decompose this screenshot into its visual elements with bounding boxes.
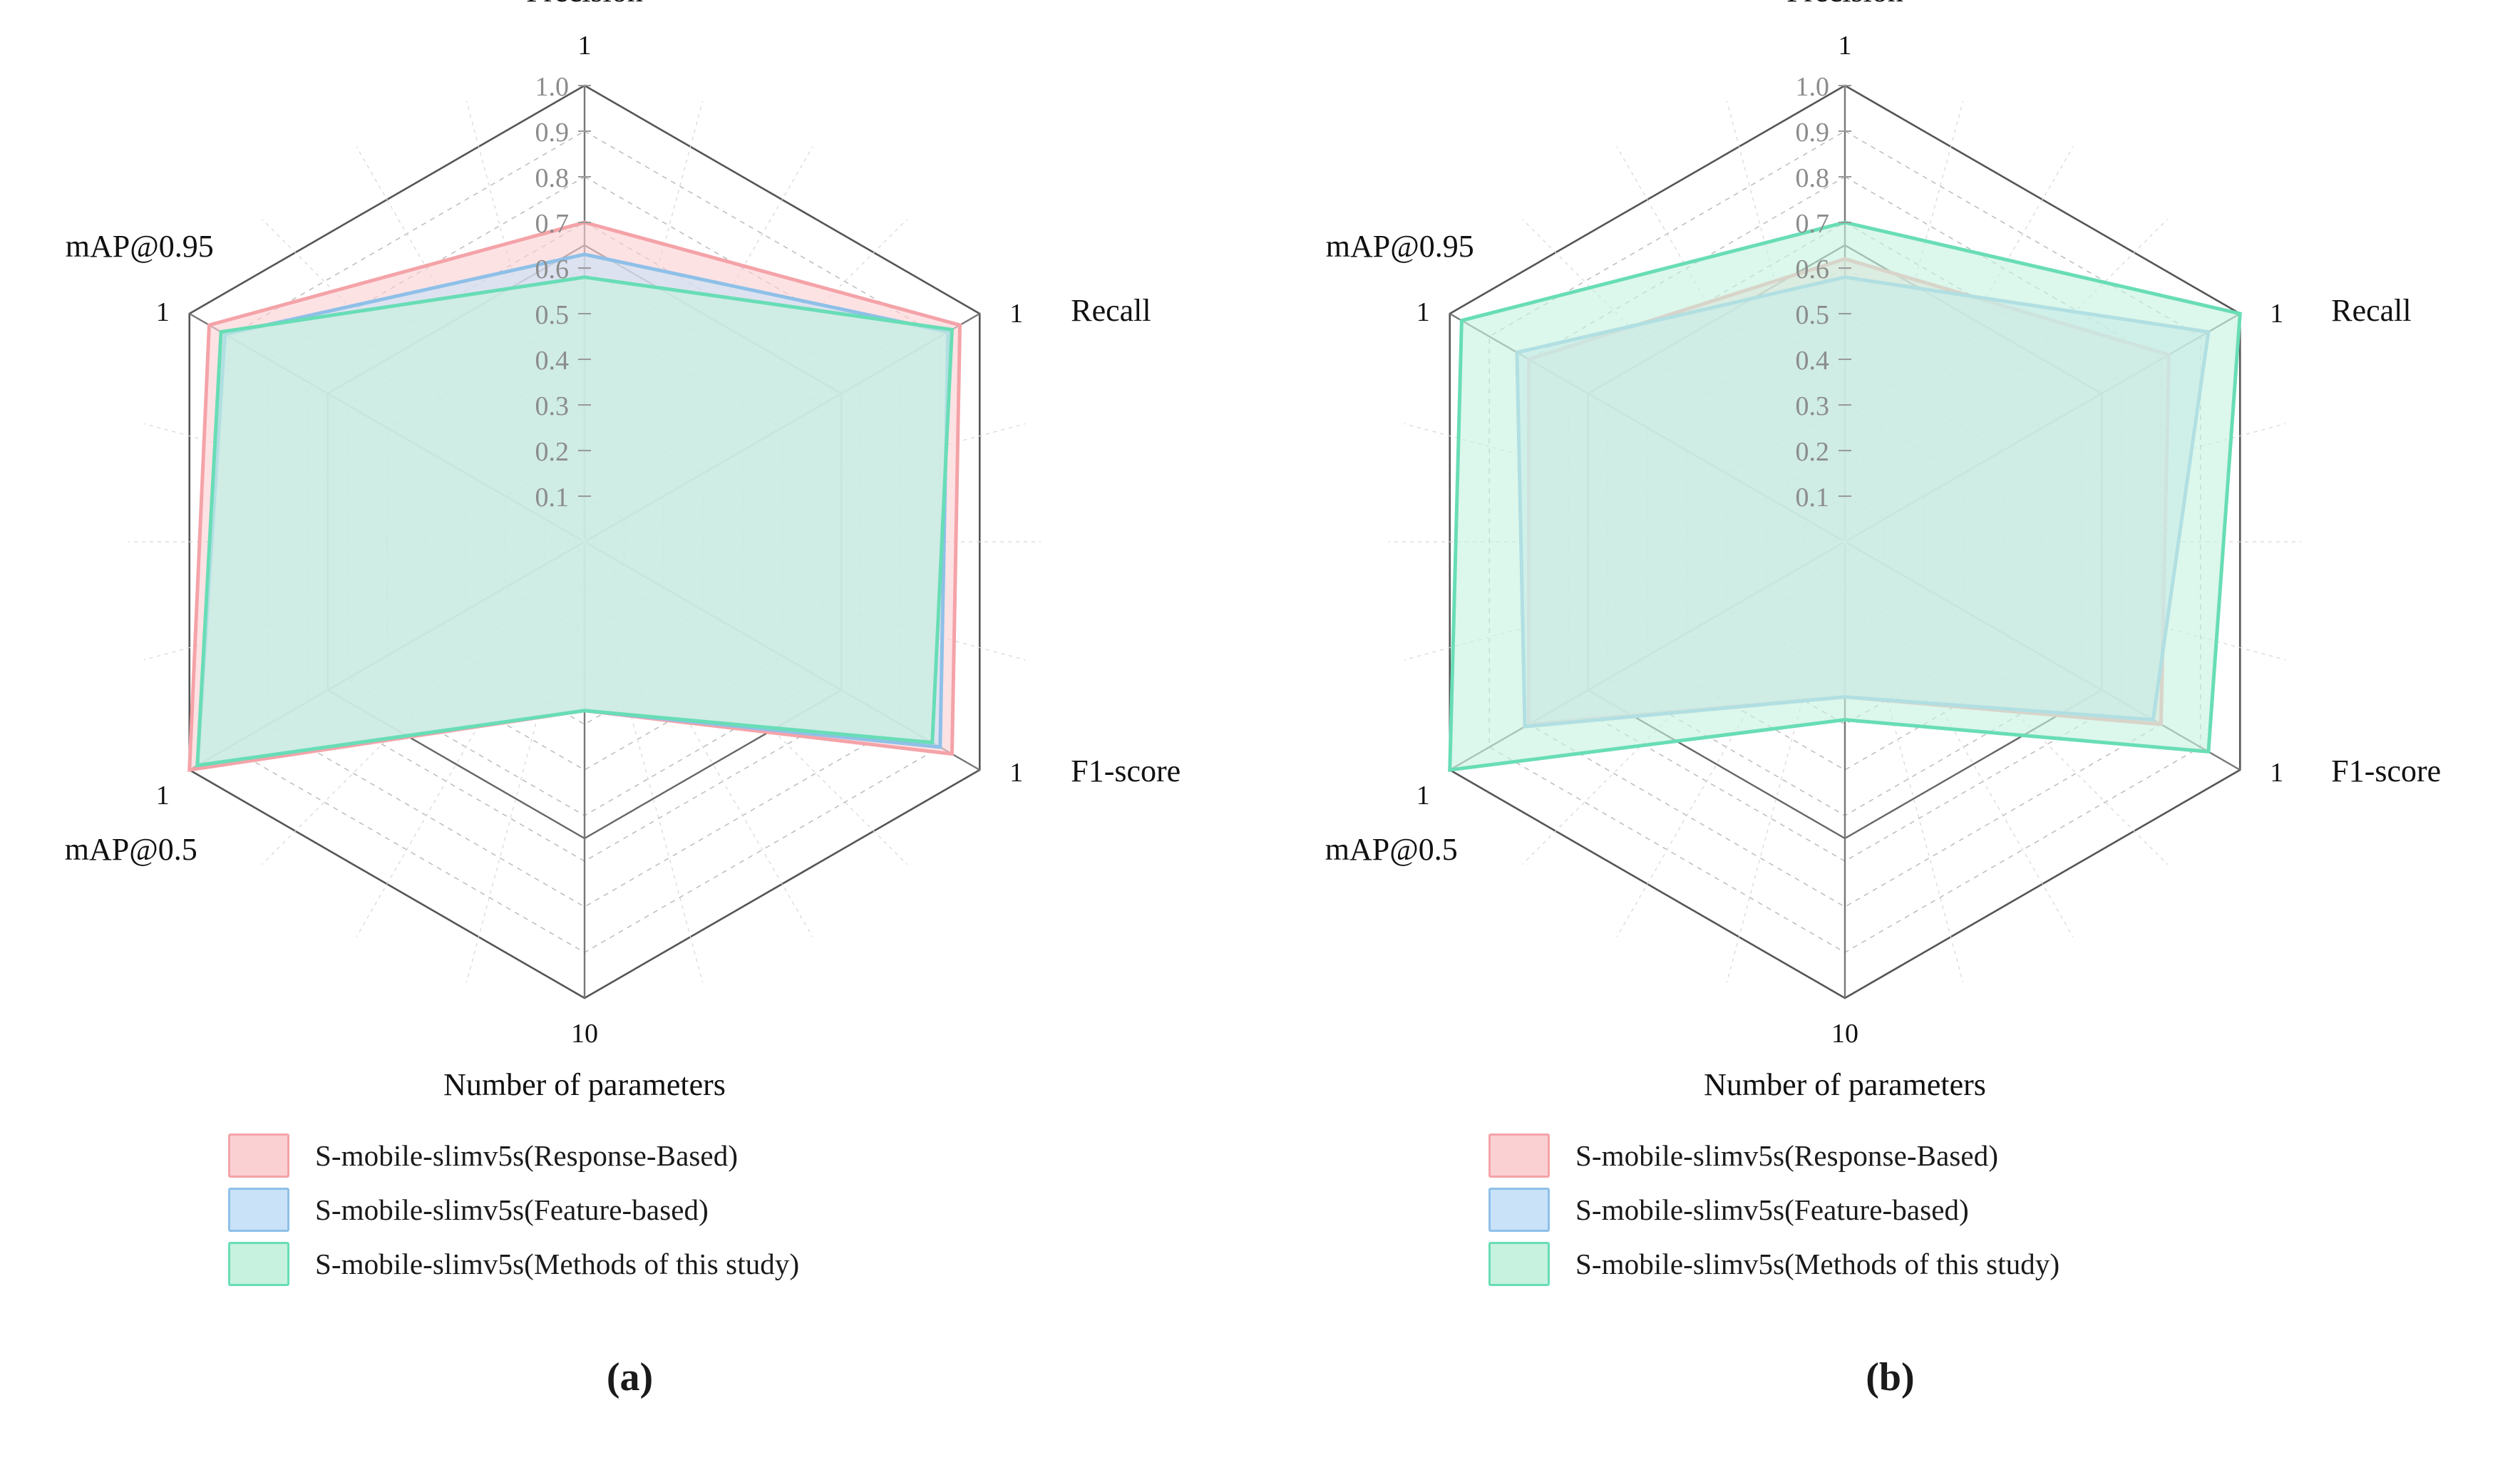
legend-label-this-study: S-mobile-slimv5s(Methods of this study) — [315, 1248, 800, 1280]
axis-vertex-tick: 1 — [1838, 31, 1852, 61]
radar-chart-a: 0.1 0.2 0.3 0.4 0.5 0.6 0.7 0.8 0.9 1.0 1 Precision… — [0, 0, 1260, 1112]
subfigure-caption-a: (a) — [606, 1355, 654, 1399]
axis-name-map-0-95: mAP@0.95 — [66, 229, 214, 264]
legend-item[interactable]: S-mobile-slimv5s(Response-Based) — [1260, 1133, 2520, 1178]
radial-tick-label: 0.5 — [1796, 300, 1830, 330]
axis-vertex-tick: 10 — [571, 1019, 598, 1049]
axis-subgrid — [466, 541, 585, 983]
axis-subgrid — [584, 541, 813, 937]
radial-tick-label: 0.6 — [535, 255, 570, 284]
radial-tick-label: 0.9 — [535, 118, 570, 148]
axis-name-number-of-parameters: Number of parameters — [1704, 1067, 1986, 1102]
legend-swatch-response-based — [1488, 1133, 1550, 1178]
legend-label-feature-based: S-mobile-slimv5s(Feature-based) — [315, 1193, 709, 1226]
legend-item[interactable]: S-mobile-slimv5s(Methods of this study) — [0, 1242, 1260, 1286]
radial-tick-label: 0.8 — [535, 163, 570, 193]
radial-tick-label: 1.0 — [1796, 72, 1830, 102]
radial-tick-label: 0.3 — [1796, 391, 1830, 421]
radial-tick-label: 0.8 — [1796, 163, 1830, 193]
axis-vertex-tick: 1 — [1416, 297, 1430, 327]
radial-tick-label: 0.4 — [1796, 346, 1830, 376]
legend-swatch-feature-based — [228, 1188, 289, 1232]
axis-name-recall: Recall — [1071, 293, 1151, 328]
radial-tick-label: 0.9 — [1796, 118, 1830, 148]
legend-swatch-response-based — [228, 1133, 289, 1178]
legend-swatch-feature-based — [1488, 1188, 1550, 1232]
legend-label-response-based: S-mobile-slimv5s(Response-Based) — [315, 1139, 739, 1172]
radial-tick-label: 0.2 — [535, 437, 570, 467]
radial-tick-label: 0.4 — [535, 346, 570, 376]
axis-subgrid — [356, 541, 585, 937]
axis-name-precision: Precision — [1786, 0, 1903, 9]
axis-name-number-of-parameters: Number of parameters — [443, 1067, 726, 1102]
radial-tick-label: 1.0 — [535, 72, 570, 102]
axis-name-recall: Recall — [2331, 293, 2411, 328]
legend-label-response-based: S-mobile-slimv5s(Response-Based) — [1575, 1139, 1999, 1172]
axis-subgrid — [1844, 541, 1964, 983]
axis-name-map-0-95: mAP@0.95 — [1326, 229, 1474, 264]
radial-tick-label: 0.7 — [1796, 209, 1830, 239]
axis-name-f1-score: F1-score — [1071, 754, 1181, 788]
axis-name-f1-score: F1-score — [2331, 754, 2441, 788]
axis-name-precision: Precision — [526, 0, 643, 9]
axis-name-map-0-5: mAP@0.5 — [65, 832, 197, 867]
radial-tick-label: 0.7 — [535, 209, 570, 239]
axis-vertex-tick: 1 — [1009, 299, 1023, 329]
axis-vertex-tick: 1 — [156, 297, 170, 327]
legend-item[interactable]: S-mobile-slimv5s(Feature-based) — [1260, 1188, 2520, 1232]
panel-b: 0.1 0.2 0.3 0.4 0.5 0.6 0.7 0.8 0.9 1.0 1 Precision… — [1260, 0, 2520, 1460]
axis-subgrid — [584, 541, 704, 983]
axis-vertex-tick: 1 — [1416, 781, 1430, 811]
legend-b: S-mobile-slimv5s(Response-Based) S-mobil… — [1260, 1133, 2520, 1296]
axis-name-map-0-5: mAP@0.5 — [1325, 832, 1458, 867]
radial-tick-label: 0.6 — [1796, 255, 1830, 284]
subfigure-caption-b: (b) — [1866, 1355, 1915, 1399]
legend-item[interactable]: S-mobile-slimv5s(Methods of this study) — [1260, 1242, 2520, 1286]
axis-vertex-tick: 1 — [156, 781, 170, 811]
radial-tick-label: 0.2 — [1796, 437, 1830, 467]
axis-vertex-tick: 1 — [1009, 758, 1023, 788]
panel-a: 0.1 0.2 0.3 0.4 0.5 0.6 0.7 0.8 0.9 1.0 1 Precision… — [0, 0, 1260, 1399]
axis-subgrid — [1844, 541, 2074, 937]
radial-tick-label: 0.1 — [535, 483, 570, 513]
axis-vertex-tick: 1 — [578, 31, 592, 61]
legend-a: S-mobile-slimv5s(Response-Based) S-mobil… — [0, 1133, 1260, 1296]
axis-subgrid — [1726, 541, 1846, 983]
radial-tick-label: 0.5 — [535, 300, 570, 330]
legend-label-feature-based: S-mobile-slimv5s(Feature-based) — [1575, 1193, 1969, 1226]
radial-tick-label: 0.1 — [1796, 483, 1830, 513]
radar-svg-b: 0.1 0.2 0.3 0.4 0.5 0.6 0.7 0.8 0.9 1.0 1 Precision… — [1325, 0, 2441, 1102]
radial-tick-label: 0.3 — [535, 391, 570, 421]
legend-item[interactable]: S-mobile-slimv5s(Response-Based) — [0, 1133, 1260, 1178]
legend-item[interactable]: S-mobile-slimv5s(Feature-based) — [0, 1188, 1260, 1232]
legend-label-this-study: S-mobile-slimv5s(Methods of this study) — [1575, 1248, 2060, 1280]
legend-swatch-this-study — [228, 1242, 289, 1286]
radar-svg-a: 0.1 0.2 0.3 0.4 0.5 0.6 0.7 0.8 0.9 1.0 1 Precision… — [65, 0, 1181, 1102]
axis-vertex-tick: 1 — [2270, 299, 2283, 329]
legend-swatch-this-study — [1488, 1242, 1550, 1286]
axis-subgrid — [1616, 541, 1846, 937]
radar-series-area — [195, 275, 955, 768]
axis-vertex-tick: 10 — [1831, 1019, 1858, 1049]
radar-chart-b: 0.1 0.2 0.3 0.4 0.5 0.6 0.7 0.8 0.9 1.0 1 Precision… — [1260, 0, 2520, 1112]
axis-vertex-tick: 1 — [2270, 758, 2283, 788]
